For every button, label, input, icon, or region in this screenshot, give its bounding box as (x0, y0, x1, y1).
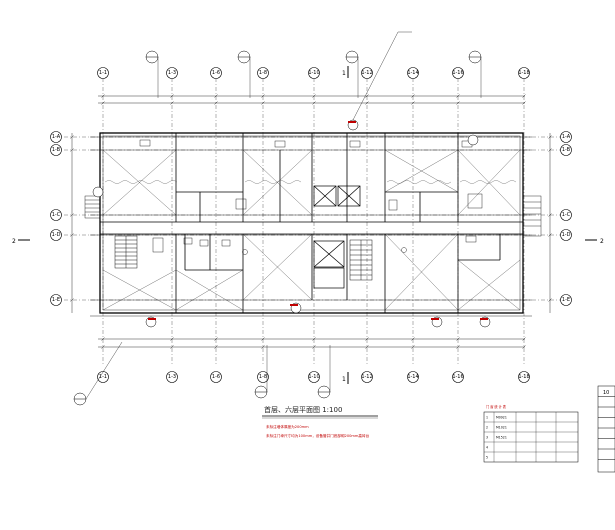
svg-text:1-8: 1-8 (259, 374, 267, 380)
section-marks (18, 66, 597, 384)
axis-bubble-left-1-D: 1-D (50, 229, 62, 241)
axis-bubble-left-1-A: 1-A (50, 131, 62, 143)
axis-bubble-bottom-1-16: 1-16 (452, 371, 464, 383)
door-schedule-cell: 1 (486, 416, 488, 420)
axis-bubble-bottom-1-10: 1-10 (308, 371, 320, 383)
door-schedule-cell: 5 (486, 456, 488, 460)
axis-bubble-bottom-1-14: 1-14 (407, 371, 419, 383)
svg-text:1-14: 1-14 (407, 70, 418, 76)
axis-bubble-left-1-C: 1-C (50, 209, 62, 221)
axis-bubble-top-1-8: 1-8 (257, 67, 269, 79)
stairs (114, 235, 373, 281)
detail-callouts (73, 50, 491, 406)
dimension-lines (71, 95, 551, 348)
note-line-1: 未标注墙体厚度为200mm (266, 424, 309, 429)
callout-leaders (85, 31, 482, 400)
svg-text:1-14: 1-14 (407, 374, 418, 380)
svg-text:1-10: 1-10 (308, 374, 319, 380)
axis-bubble-top-1-18: 1-18 (518, 67, 530, 79)
svg-text:1-A: 1-A (52, 134, 61, 140)
svg-text:1-18: 1-18 (518, 70, 529, 76)
axis-bubbles-left: 1-A 1-B 1-C 1-D 1-E (50, 131, 62, 306)
door-schedule-cell: 4 (486, 446, 488, 450)
axis-bubble-left-1-B: 1-B (50, 144, 62, 156)
room-partitions (175, 133, 501, 313)
axis-bubble-top-1-10: 1-10 (308, 67, 320, 79)
title-block (597, 385, 615, 473)
axis-bubble-bottom-1-8: 1-8 (257, 371, 269, 383)
axis-bubble-top-1-3: 1-3 (166, 67, 178, 79)
svg-text:1-6: 1-6 (212, 70, 220, 76)
svg-text:1-10: 1-10 (308, 70, 319, 76)
svg-text:1-A: 1-A (562, 134, 571, 140)
drawing-title: 首层、六层平面图 1:100 (264, 405, 342, 414)
axis-bubble-right-1-D: 1-D (560, 229, 572, 241)
svg-text:1-18: 1-18 (518, 374, 529, 380)
axis-bubbles-right: 1-A 1-B 1-C 1-D 1-E (560, 131, 572, 306)
axis-bubble-right-1-A: 1-A (560, 131, 572, 143)
axis-bubble-bottom-1-6: 1-6 (210, 371, 222, 383)
note-line-2: 未标注门垛尺寸均为100mm，设备管井门底部砌200mm高砖台 (266, 433, 370, 438)
axis-bubble-top-1-14: 1-14 (407, 67, 419, 79)
svg-text:1-C: 1-C (562, 212, 571, 218)
axis-bubble-top-1-1: 1-1 (97, 67, 109, 79)
axis-bubbles-bottom: 1-1 1-3 1-6 1-8 1-10 1-12 1-14 1-16 1-18 (97, 371, 530, 383)
svg-text:1-1: 1-1 (99, 70, 107, 76)
door-schedule-cell: M0921 (496, 416, 507, 420)
svg-text:1-D: 1-D (562, 232, 571, 238)
building-outline (90, 132, 532, 317)
svg-text:1-B: 1-B (562, 147, 571, 153)
elevator-core (313, 185, 361, 289)
corridor (100, 221, 523, 235)
svg-text:1-B: 1-B (52, 147, 61, 153)
axis-bubble-bottom-1-1: 1-1 (97, 371, 109, 383)
svg-text:1-16: 1-16 (452, 70, 463, 76)
section-mark-right: 2 (600, 238, 604, 245)
axis-lines (55, 78, 568, 366)
svg-text:1-C: 1-C (52, 212, 61, 218)
svg-text:1-6: 1-6 (212, 374, 220, 380)
radiator-hatch (104, 180, 517, 184)
dimension-ticks (70, 94, 552, 349)
axis-bubble-right-1-B: 1-B (560, 144, 572, 156)
svg-text:1-D: 1-D (52, 232, 61, 238)
room-diagonals (102, 149, 521, 311)
svg-text:1-12: 1-12 (361, 374, 372, 380)
door-schedule-cell: 2 (486, 426, 488, 430)
axis-bubble-bottom-1-12: 1-12 (361, 371, 373, 383)
svg-text:1-E: 1-E (562, 297, 570, 303)
axis-bubbles-top: 1-1 1-3 1-6 1-8 1-10 1-12 1-14 1-16 1-18 (97, 67, 530, 79)
door-schedule: 1 M0921 2 M1021 3 M1521 4 5 (483, 411, 579, 463)
axis-bubble-left-1-E: 1-E (50, 294, 62, 306)
svg-text:1-E: 1-E (52, 297, 60, 303)
axis-bubble-right-1-E: 1-E (560, 294, 572, 306)
section-mark-top: 1 (342, 70, 346, 77)
section-mark-bottom: 1 (342, 376, 346, 383)
axis-bubble-bottom-1-3: 1-3 (166, 371, 178, 383)
door-schedule-cell: M1021 (496, 426, 507, 430)
axis-bubble-top-1-6: 1-6 (210, 67, 222, 79)
axis-bubble-top-1-12: 1-12 (361, 67, 373, 79)
svg-text:1-3: 1-3 (168, 374, 176, 380)
entrance-steps (84, 195, 542, 237)
axis-bubble-right-1-C: 1-C (560, 209, 572, 221)
axis-bubble-top-1-16: 1-16 (452, 67, 464, 79)
door-schedule-cell: M1521 (496, 436, 507, 440)
svg-text:1-12: 1-12 (361, 70, 372, 76)
svg-text:1-1: 1-1 (99, 374, 107, 380)
axis-bubble-bottom-1-18: 1-18 (518, 371, 530, 383)
door-schedule-cell: 3 (486, 436, 488, 440)
title-block-label: 10 (603, 390, 609, 396)
fixtures (139, 139, 483, 255)
svg-text:1-8: 1-8 (259, 70, 267, 76)
section-mark-left: 2 (12, 238, 16, 245)
door-tags (148, 121, 488, 320)
svg-text:1-16: 1-16 (452, 374, 463, 380)
door-schedule-title: 门 窗 统 计 表 (486, 404, 507, 409)
svg-text:1-3: 1-3 (168, 70, 176, 76)
